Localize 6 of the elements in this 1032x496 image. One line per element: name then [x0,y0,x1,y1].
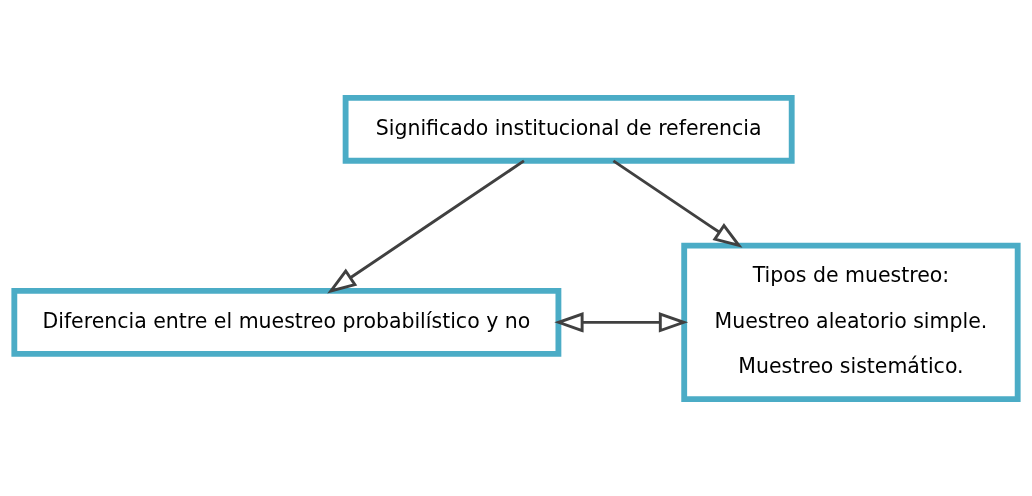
arrow [554,311,689,333]
node-box: Diferencia entre el muestreo probabilístico y no [11,287,562,357]
arrow [327,159,525,293]
node-box: Tipos de muestreo: Muestreo aleatorio simple. Muestreo sistemático. [681,242,1021,402]
arrow [612,159,743,248]
node-box: Significado institucional de referencia [342,94,795,164]
